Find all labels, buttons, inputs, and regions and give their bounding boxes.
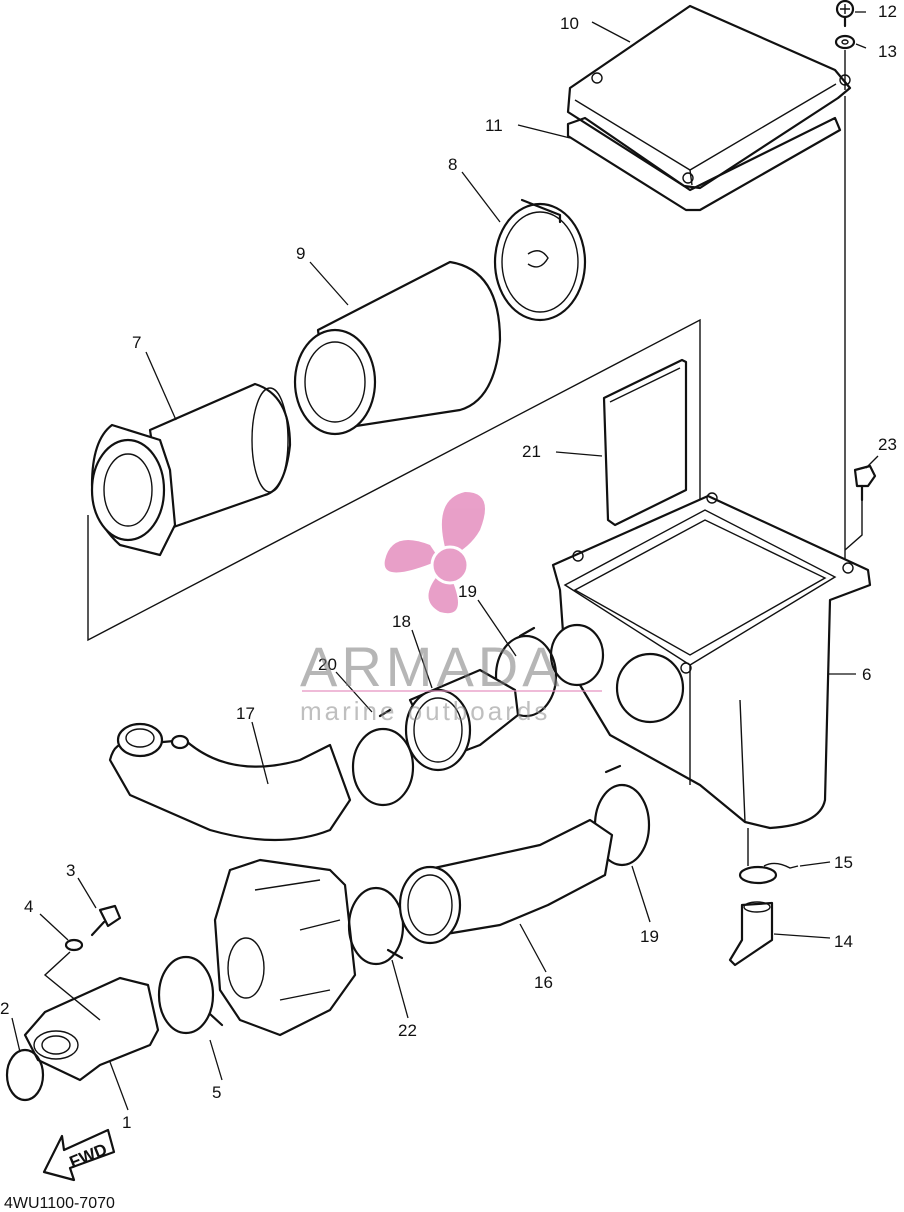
washer-line: [43, 951, 101, 1021]
leader-lines: [11, 11, 879, 1111]
callout-13: 13: [878, 42, 897, 61]
manifold-washer: [64, 938, 84, 952]
callout-23: 23: [878, 435, 897, 454]
clamp-upper: [494, 626, 558, 718]
cover-gasket: [566, 116, 842, 212]
callout-2: 2: [0, 999, 9, 1018]
callout-5: 5: [212, 1083, 221, 1102]
clamp-lower-left: [347, 886, 405, 966]
callout-9: 9: [296, 244, 305, 263]
intake-duct-upper: [404, 668, 520, 772]
callout-18: 18: [392, 612, 411, 631]
diagram-code: 4WU1100-7070: [4, 1195, 115, 1212]
propeller-logo-icon: [384, 492, 485, 614]
intake-joint: [108, 722, 352, 842]
callout-10: 10: [560, 14, 579, 33]
intake-manifold: [23, 976, 160, 1082]
callout-19-upper: 19: [458, 582, 477, 601]
manifold-gasket: [5, 1048, 45, 1102]
watermark-word: ARMADA: [300, 635, 564, 698]
engine-block: [213, 858, 357, 1037]
clamp-pipe: [351, 708, 415, 807]
bolt-line: [844, 500, 863, 551]
callout-17: 17: [236, 704, 255, 723]
callout-7: 7: [132, 333, 141, 352]
callout-22: 22: [398, 1021, 417, 1040]
callout-4: 4: [24, 897, 33, 916]
filter-cap: [493, 198, 587, 322]
callout-labels: 10 11 12 13 8 9 7 21 23 6 18 19 20 17 19…: [0, 2, 897, 1132]
callout-21: 21: [522, 442, 541, 461]
callout-19-lower: 19: [640, 927, 659, 946]
element-sheet: [602, 358, 688, 527]
callout-12: 12: [878, 2, 897, 21]
callout-15: 15: [834, 853, 853, 872]
air-box-case: [549, 492, 872, 830]
callout-6: 6: [862, 665, 871, 684]
case-bolt: [853, 464, 877, 502]
drain-joint: [728, 901, 774, 967]
callout-8: 8: [448, 155, 457, 174]
callout-11: 11: [485, 116, 503, 135]
drain-ring: [738, 862, 799, 885]
callout-1: 1: [122, 1113, 131, 1132]
air-box-cover: [566, 4, 852, 190]
fwd-arrow-icon: FWD: [42, 1128, 116, 1182]
air-filter-element: [293, 260, 502, 436]
watermark-subtitle: marine outboards: [300, 696, 550, 726]
manifold-bolt: [90, 904, 122, 937]
callout-16: 16: [534, 973, 553, 992]
clamp-manifold: [157, 955, 224, 1035]
filter-guide: [90, 382, 292, 557]
cover-washer: [834, 34, 856, 50]
callout-14: 14: [834, 932, 853, 951]
callout-3: 3: [66, 861, 75, 880]
intake-duct-lower: [398, 818, 614, 945]
cover-screw: [835, 0, 855, 28]
callout-20: 20: [318, 655, 337, 674]
armada-watermark: ARMADA marine outboards: [300, 492, 602, 726]
